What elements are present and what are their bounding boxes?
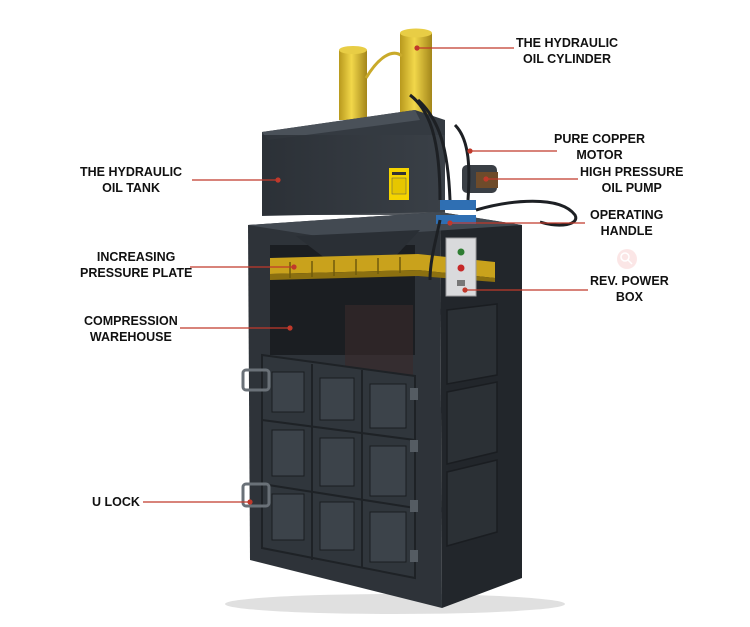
- label-u-lock: U LOCK: [92, 495, 140, 509]
- oil-tank: [262, 110, 445, 216]
- pressure-plate: [270, 254, 495, 282]
- door-hinges: [410, 388, 418, 562]
- search-icon: [617, 249, 637, 269]
- side-panels: [446, 303, 498, 547]
- label-hydraulic-tank: THE HYDRAULIC OIL TANK: [80, 165, 183, 195]
- label-hydraulic-cylinder: THE HYDRAULIC OIL CYLINDER: [516, 36, 619, 66]
- cylinder-left: [339, 50, 367, 120]
- label-oil-pump: HIGH PRESSURE OIL PUMP: [580, 165, 684, 195]
- leader-lines: [143, 45, 588, 505]
- hydraulic-hoses: [409, 93, 578, 281]
- hydraulic-cylinders: [339, 28, 432, 121]
- u-locks: [241, 368, 271, 508]
- compressed-material: [345, 305, 413, 375]
- label-operating-handle: OPERATING HANDLE: [590, 208, 664, 238]
- u-lock-top: [241, 368, 271, 392]
- u-lock-bottom: [241, 482, 271, 508]
- ground-shadow: [225, 594, 565, 614]
- valve-block: [436, 200, 476, 224]
- label-compression-warehouse: COMPRESSION WAREHOUSE: [84, 314, 178, 344]
- label-power-box: REV. POWER BOX: [590, 274, 669, 304]
- front-door: [261, 353, 418, 580]
- cylinder-hose: [364, 51, 403, 79]
- label-pressure-plate: INCREASING PRESSURE PLATE: [80, 250, 193, 280]
- power-box: [445, 237, 477, 297]
- label-copper-motor: PURE COPPER MOTOR: [554, 132, 645, 162]
